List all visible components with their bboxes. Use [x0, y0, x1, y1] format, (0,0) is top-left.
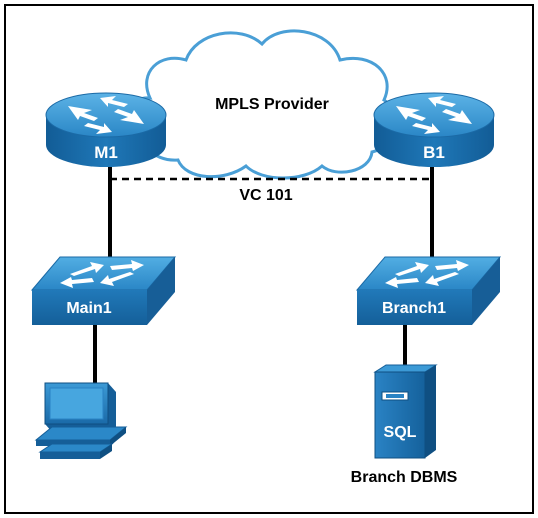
switch-main1-label: Main1: [66, 300, 111, 317]
switch-branch1-label: Branch1: [382, 300, 446, 317]
vc-label: VC 101: [239, 187, 292, 204]
cloud-label: MPLS Provider: [215, 96, 329, 113]
router-b1: B1: [373, 92, 495, 167]
switch-arrows-icon: [60, 260, 144, 288]
switch-arrows-icon: [385, 260, 469, 288]
workstation-icon: [34, 382, 128, 459]
database-server-icon: SQL: [373, 364, 438, 459]
links: VC 101: [93, 165, 434, 383]
router-b1-label: B1: [423, 143, 445, 162]
router-arrows-icon: [396, 96, 472, 134]
router-m1-label: M1: [94, 143, 118, 162]
server-badge: SQL: [384, 424, 417, 441]
router-m1: M1: [45, 92, 167, 167]
switch-main1: Main1: [30, 256, 177, 325]
router-arrows-icon: [68, 96, 144, 134]
switch-branch1: Branch1: [355, 256, 502, 325]
server-caption: Branch DBMS: [351, 469, 458, 486]
